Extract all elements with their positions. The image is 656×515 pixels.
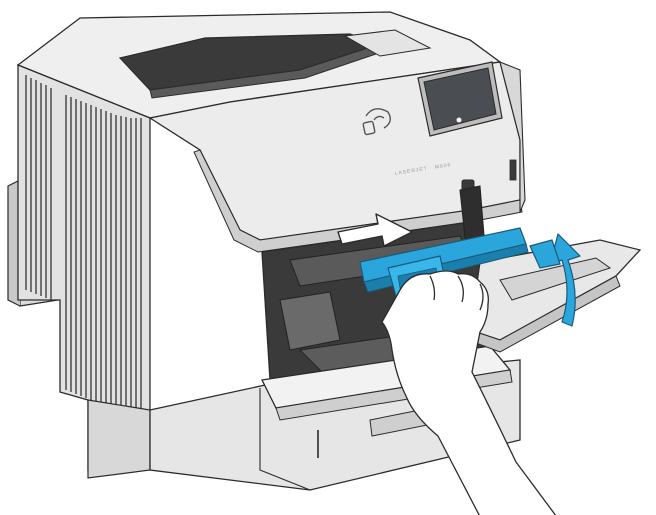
hand-illustration bbox=[381, 270, 557, 515]
printer-top bbox=[16, 11, 502, 119]
nfc-touch-icon bbox=[362, 108, 391, 136]
home-button-icon bbox=[456, 117, 462, 123]
side-vents bbox=[25, 75, 142, 420]
control-panel bbox=[417, 61, 503, 137]
printer-left-side bbox=[17, 64, 151, 479]
curved-arrow-up-icon bbox=[529, 233, 581, 327]
side-tray-open bbox=[467, 239, 642, 353]
arrow-right-icon bbox=[337, 213, 413, 247]
